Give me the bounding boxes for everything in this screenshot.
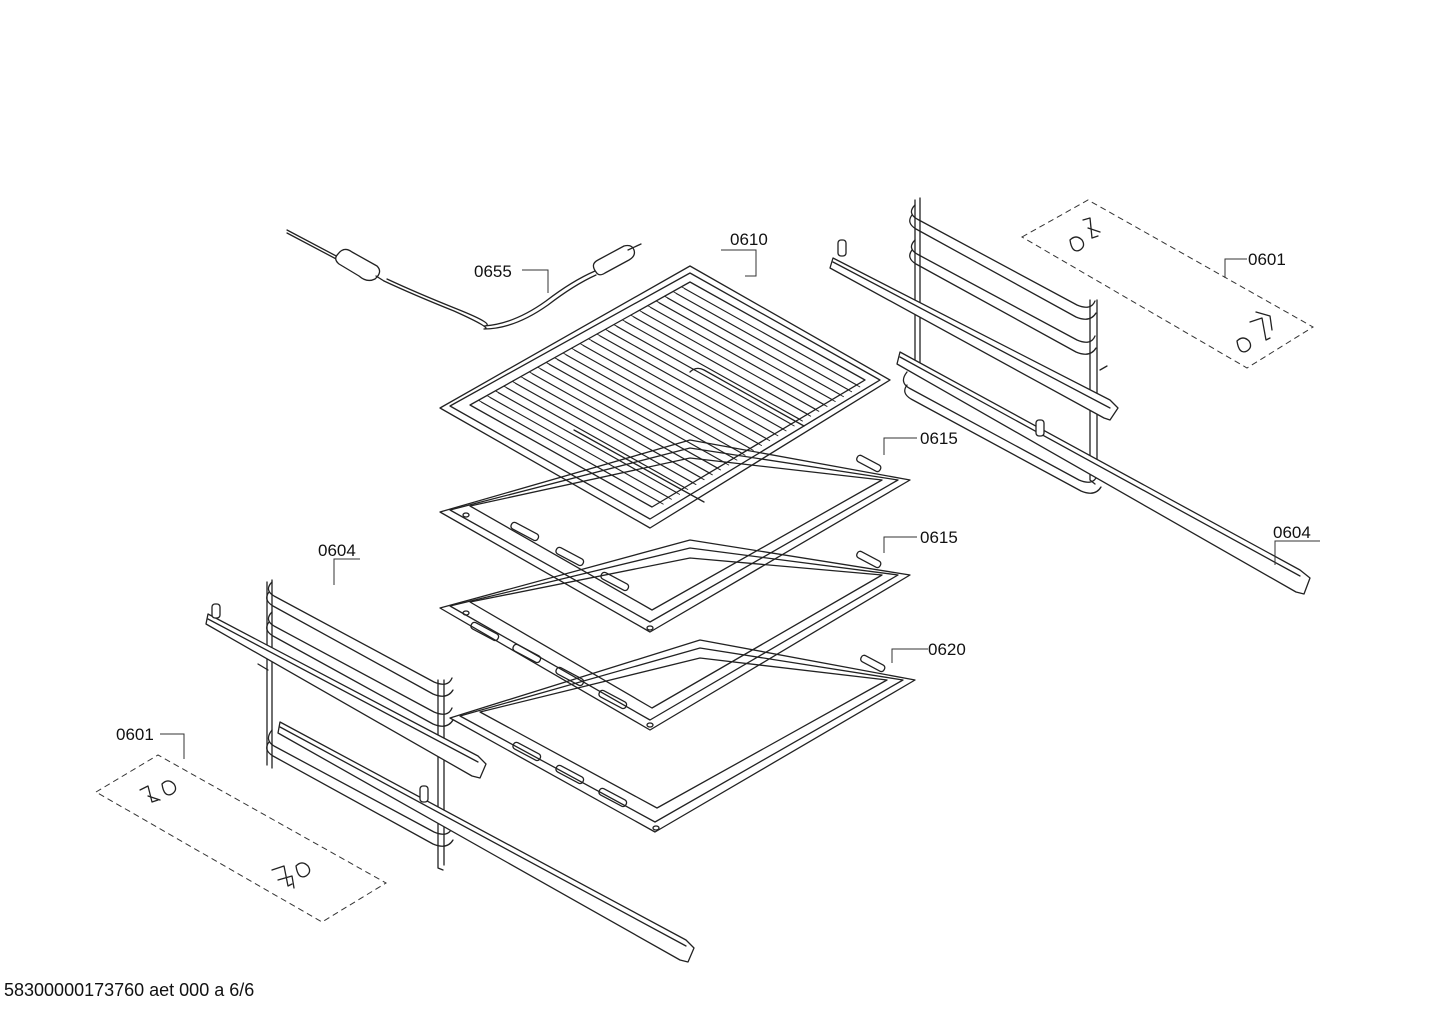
deep-pan-0620 xyxy=(449,639,916,833)
callout-0615-lower: 0615 xyxy=(920,528,958,547)
rack-bar-shadow xyxy=(650,307,828,407)
side-rail-0604-right xyxy=(829,197,1311,595)
document-id-footer: 58300000173760 aet 000 a 6/6 xyxy=(4,980,255,1000)
callout-0610: 0610 xyxy=(730,230,768,249)
rack-bar-shadow xyxy=(574,349,754,451)
rack-bar-shadow xyxy=(641,311,820,412)
rack-bar-shadow xyxy=(607,330,787,432)
callout-0601-bottom: 0601 xyxy=(116,725,154,744)
rack-bar-shadow xyxy=(514,382,697,486)
callout-labels: 0655 0610 0601 0615 0615 0604 0604 0620 … xyxy=(116,230,1311,744)
rack-bar-shadow xyxy=(540,368,721,471)
callout-0604-right: 0604 xyxy=(1273,523,1311,542)
rack-bar-shadow xyxy=(497,392,681,495)
baking-tray-0615-upper xyxy=(439,439,911,633)
callout-0620: 0620 xyxy=(928,640,966,659)
wire-rack-0610 xyxy=(439,265,891,529)
rack-bar-shadow xyxy=(599,335,779,437)
rack-bar-shadow xyxy=(667,297,844,398)
callout-0604-left: 0604 xyxy=(318,541,356,560)
rack-bar-shadow xyxy=(523,378,705,481)
rack-bar-shadow xyxy=(658,302,836,402)
rack-bar-shadow xyxy=(489,397,672,500)
callout-0655: 0655 xyxy=(474,262,512,281)
callout-0601-top: 0601 xyxy=(1248,250,1286,269)
meat-probe-0655 xyxy=(286,229,642,330)
rack-bar-shadow xyxy=(481,401,664,505)
leader-lines xyxy=(160,249,1320,759)
rack-bar-shadow xyxy=(565,354,746,456)
rack-bar-shadow xyxy=(624,321,803,422)
rack-bar-shadow xyxy=(548,363,730,466)
baking-tray-0615-lower xyxy=(439,539,911,731)
rack-bar-shadow xyxy=(531,373,713,476)
rack-bar-shadow xyxy=(591,340,771,442)
clip-set-0601-bottom xyxy=(95,754,387,923)
rack-bar-shadow xyxy=(582,345,762,446)
clip-set-0601-top xyxy=(1020,199,1314,369)
callout-0615-upper: 0615 xyxy=(920,429,958,448)
side-rail-0604-left xyxy=(205,579,695,963)
rack-bar-shadow xyxy=(684,288,861,388)
rack-bar-shadow xyxy=(557,359,738,461)
rack-bar-shadow xyxy=(675,293,853,393)
rack-bar-shadow xyxy=(506,387,689,490)
rack-bar-shadow xyxy=(616,326,795,427)
rack-bar-shadow xyxy=(633,316,812,417)
